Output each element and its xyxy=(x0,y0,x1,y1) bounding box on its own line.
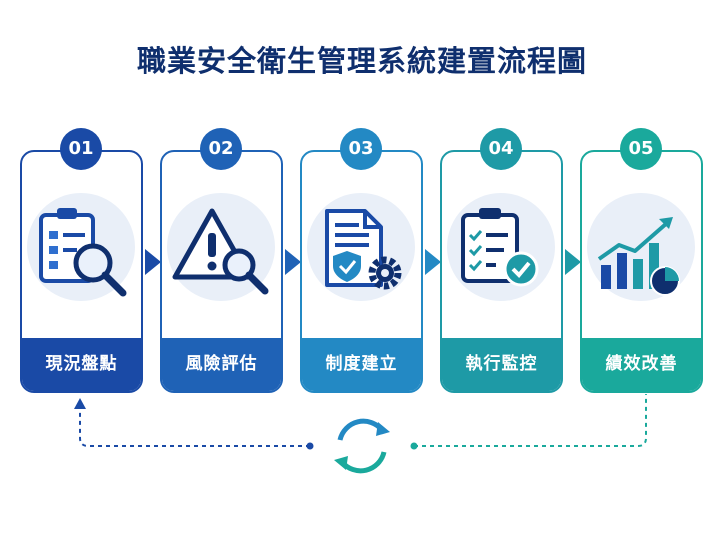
checklist-check-icon xyxy=(461,208,539,287)
clipboard-magnifier-icon xyxy=(39,208,127,297)
step-2-label: 風險評估 xyxy=(162,338,281,391)
loop-right-dashed-line xyxy=(414,394,647,447)
growth-chart-icon xyxy=(597,217,680,296)
step-3-number-badge: 03 xyxy=(340,128,382,170)
step-5-label: 績效改善 xyxy=(582,338,701,391)
warning-magnifier-icon xyxy=(172,208,269,295)
step-1-number-badge: 01 xyxy=(60,128,102,170)
step-3-label: 制度建立 xyxy=(302,338,421,391)
arrow-right-icon xyxy=(285,249,301,275)
arrow-right-icon xyxy=(425,249,441,275)
arrow-right-icon xyxy=(145,249,161,275)
arrow-right-icon xyxy=(565,249,581,275)
feedback-loop xyxy=(74,394,647,474)
step-4-number-badge: 04 xyxy=(480,128,522,170)
step-4-label: 執行監控 xyxy=(442,338,561,391)
step-5-number-badge: 05 xyxy=(620,128,662,170)
loop-left-dashed-line xyxy=(79,408,310,447)
cycle-arrows-icon xyxy=(334,418,390,474)
arrow-up-icon xyxy=(74,398,86,409)
document-shield-gear-icon xyxy=(325,209,402,290)
step-2-number-badge: 02 xyxy=(200,128,242,170)
step-1-label: 現況盤點 xyxy=(22,338,141,391)
page-title: 職業安全衛生管理系統建置流程圖 xyxy=(136,44,587,78)
